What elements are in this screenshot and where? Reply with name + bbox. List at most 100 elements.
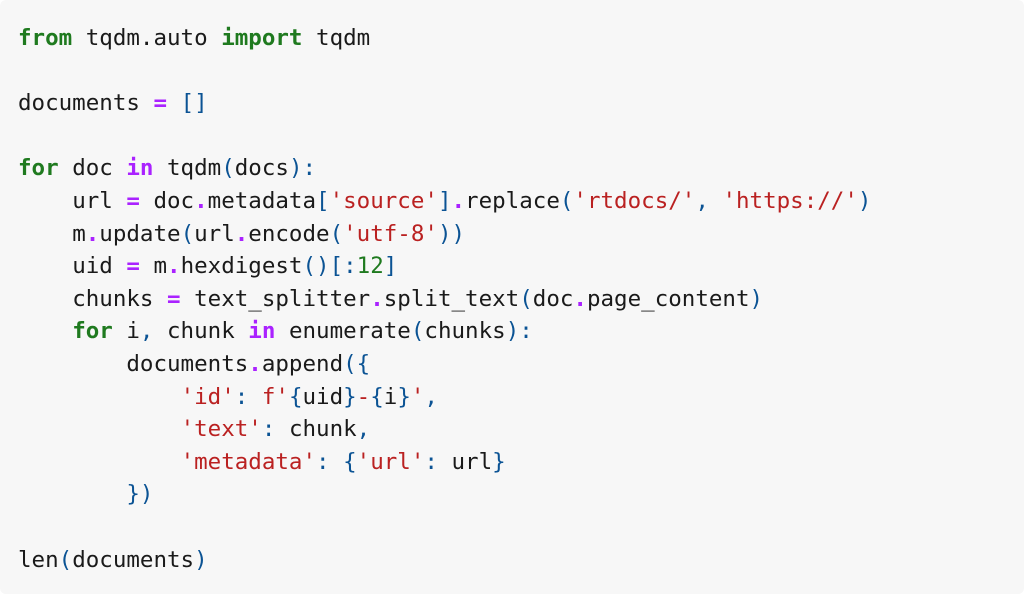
code-token-ws	[153, 155, 167, 181]
code-token-op: .	[234, 220, 249, 247]
code-token-name: chunk	[288, 416, 357, 443]
code-token-op: =	[153, 90, 168, 117]
code-token-punc: (	[329, 220, 344, 247]
code-token-name: doc	[153, 187, 195, 214]
code-token-ws	[235, 318, 249, 344]
code-token-ws	[18, 449, 181, 475]
code-token-str: '	[410, 383, 425, 410]
code-token-punc: :	[424, 448, 438, 475]
code-token-name: doc	[532, 285, 574, 312]
code-token-op: .	[451, 187, 466, 214]
code-token-name: chunk	[167, 318, 235, 345]
code-token-punc: )	[749, 285, 764, 312]
code-line: from tqdm.auto import tqdm	[18, 22, 871, 55]
code-token-str: 'url'	[356, 448, 425, 475]
code-token-name: url	[72, 187, 113, 214]
code-token-ws	[330, 449, 344, 475]
code-token-ws	[113, 253, 127, 279]
code-token-punc: ,	[695, 187, 709, 214]
code-token-kw: from	[18, 25, 73, 51]
code-token-ws	[275, 416, 289, 442]
code-token-str: f'	[261, 383, 289, 410]
code-token-name: tqdm	[167, 155, 222, 182]
code-token-ws	[72, 25, 86, 51]
code-token-punc: :	[316, 448, 330, 475]
code-token-name: uid	[72, 253, 113, 280]
code-token-name: update	[99, 220, 181, 247]
code-line: 'id': f'{uid}-{i}',	[18, 381, 871, 414]
code-token-punc: (	[519, 285, 533, 312]
code-token-name: len	[18, 546, 59, 573]
code-token-ws	[275, 318, 289, 344]
code-token-ws	[153, 286, 167, 312]
code-token-punc: (	[221, 155, 235, 182]
code-line: })	[18, 478, 871, 511]
code-token-op: in	[126, 155, 154, 182]
code-token-ws	[18, 253, 72, 279]
code-token-ws	[302, 25, 316, 51]
code-token-ws	[59, 155, 73, 181]
code-line: uid = m.hexdigest()[:12]	[18, 250, 871, 283]
code-token-str: 'utf-8'	[343, 220, 438, 247]
code-token-str: 'https://'	[722, 187, 858, 214]
code-token-name: tqdm.auto	[85, 25, 208, 51]
code-token-name: hexdigest	[180, 253, 303, 280]
code-token-name: encode	[248, 220, 330, 247]
code-token-name: metadata	[207, 187, 317, 214]
code-token-punc: (	[180, 220, 195, 247]
code-token-punc: ))	[437, 220, 466, 247]
code-line	[18, 55, 871, 88]
code-line: len(documents)	[18, 544, 871, 577]
code-token-punc: (	[58, 546, 73, 573]
code-token-ws	[438, 449, 452, 475]
code-token-punc: (	[559, 187, 574, 214]
code-token-punc: {	[370, 383, 384, 410]
code-token-op: .	[248, 350, 262, 377]
code-token-name: chunks	[424, 318, 506, 345]
code-token-name: i	[126, 318, 140, 345]
code-token-name: documents	[18, 90, 140, 117]
code-token-name: split_text	[383, 285, 520, 312]
code-token-kw: for	[18, 155, 59, 182]
code-token-str: 'rtdocs/'	[573, 187, 696, 214]
code-token-punc: {	[288, 383, 303, 410]
code-token-name: text_splitter	[194, 285, 371, 312]
code-token-punc: [	[316, 187, 330, 214]
code-token-punc: ]	[437, 187, 452, 214]
code-token-ws	[140, 253, 154, 279]
code-token-ws	[113, 188, 127, 214]
code-token-punc: }	[343, 383, 357, 410]
code-token-ws	[18, 318, 72, 344]
code-token-op: .	[85, 220, 100, 247]
code-token-name: url	[194, 220, 235, 247]
code-token-ws	[113, 155, 127, 181]
code-line: 'text': chunk,	[18, 413, 871, 446]
code-line: for i, chunk in enumerate(chunks):	[18, 315, 871, 348]
code-token-name: i	[383, 383, 398, 410]
code-line: m.update(url.encode('utf-8'))	[18, 218, 871, 251]
code-token-name: m	[72, 220, 86, 247]
code-token-ws	[18, 221, 72, 247]
code-token-punc: ,	[139, 318, 154, 345]
code-token-name: page_content	[586, 285, 750, 312]
code-token-punc: )	[288, 155, 303, 182]
code-token-op: .	[370, 285, 384, 312]
code-token-name: chunks	[72, 285, 154, 312]
code-block[interactable]: from tqdm.auto import tqdm documents = […	[18, 22, 871, 576]
code-token-name: replace	[465, 187, 560, 214]
code-line: documents = []	[18, 87, 871, 120]
code-token-punc: ,	[424, 383, 438, 410]
code-token-name: url	[451, 448, 493, 475]
code-token-punc: })	[126, 481, 154, 508]
code-token-num: 12	[356, 253, 384, 280]
code-token-punc: :	[234, 383, 249, 410]
code-token-punc: ,	[356, 416, 371, 443]
code-token-punc: }	[397, 383, 411, 410]
code-token-name: doc	[72, 155, 113, 182]
code-token-str: 'metadata'	[180, 448, 317, 475]
code-token-punc: ):	[505, 318, 533, 345]
code-token-ws	[248, 384, 262, 410]
code-token-punc: (	[410, 318, 425, 345]
code-token-ws	[18, 384, 181, 410]
